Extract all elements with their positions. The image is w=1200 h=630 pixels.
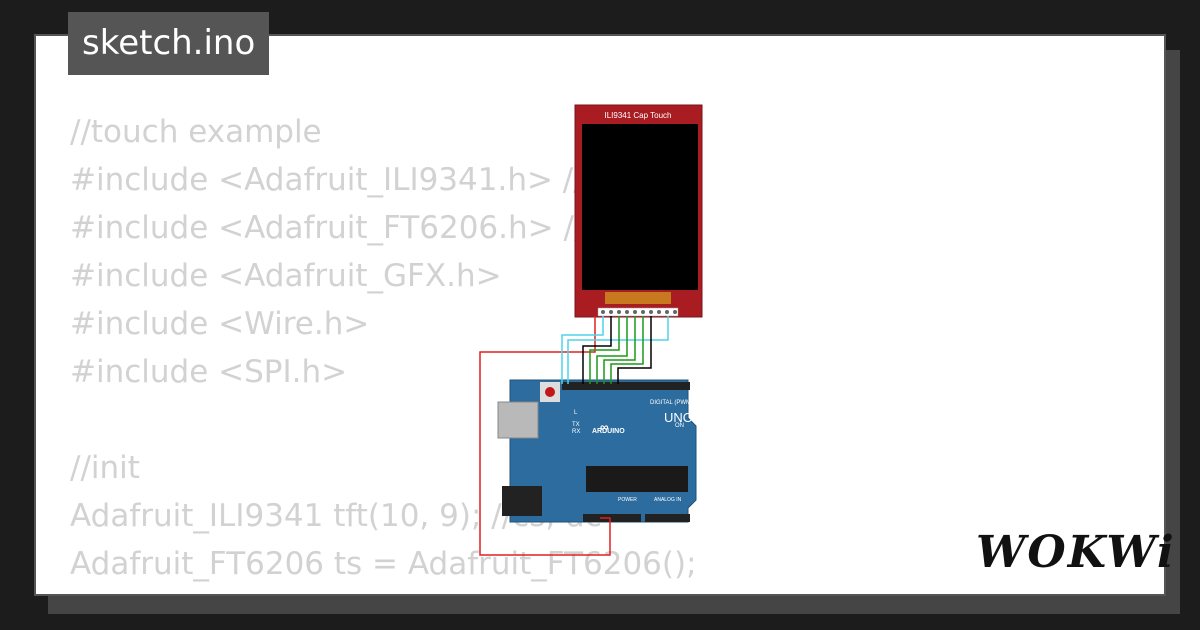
rx-label: RX xyxy=(572,429,580,435)
l-led-label: L xyxy=(574,410,578,416)
code-line: Adafruit_ILI9341 tft(10, 9); //cs, dc xyxy=(70,498,602,534)
code-line: #include <Wire.h> xyxy=(70,306,370,342)
display-title: ILI9341 Cap Touch xyxy=(604,111,671,120)
power-label: POWER xyxy=(618,497,637,503)
power-header xyxy=(583,514,641,522)
display-screen xyxy=(582,124,698,290)
atmega-chip xyxy=(586,466,688,492)
digital-label: DIGITAL (PWM ~) xyxy=(650,400,698,406)
code-line: //touch example xyxy=(70,114,322,150)
code-line: //init xyxy=(70,450,140,486)
arduino-uno-board[interactable]: DIGITAL (PWM ~) ∞ UNO ARDUINO ON L TX RX… xyxy=(497,379,698,523)
code-line: #include <Adafruit_GFX.h> xyxy=(70,258,502,294)
analog-label: ANALOG IN xyxy=(654,497,682,503)
wires xyxy=(479,316,669,556)
wokwi-logo[interactable]: WOKWi xyxy=(976,527,1176,578)
ili9341-display[interactable]: ILI9341 Cap Touch xyxy=(574,104,703,318)
arduino-logo-icon: ∞ xyxy=(600,420,609,434)
code-line: Adafruit_FT6206 ts = Adafruit_FT6206(); xyxy=(70,546,697,582)
code-line: #include <SPI.h> xyxy=(70,354,348,390)
tx-label: TX xyxy=(572,422,580,428)
file-tab[interactable]: sketch.ino xyxy=(68,12,270,75)
code-editor: //touch example #include <Adafruit_ILI93… xyxy=(70,108,697,588)
analog-header xyxy=(645,514,690,522)
arduino-brand: ARDUINO xyxy=(592,428,625,435)
power-jack xyxy=(502,486,542,516)
usb-port xyxy=(497,401,539,439)
digital-header xyxy=(562,382,690,390)
display-pin-header xyxy=(597,307,679,317)
on-label: ON xyxy=(675,423,684,429)
display-connector xyxy=(605,292,671,304)
uno-label: UNO xyxy=(664,410,693,425)
